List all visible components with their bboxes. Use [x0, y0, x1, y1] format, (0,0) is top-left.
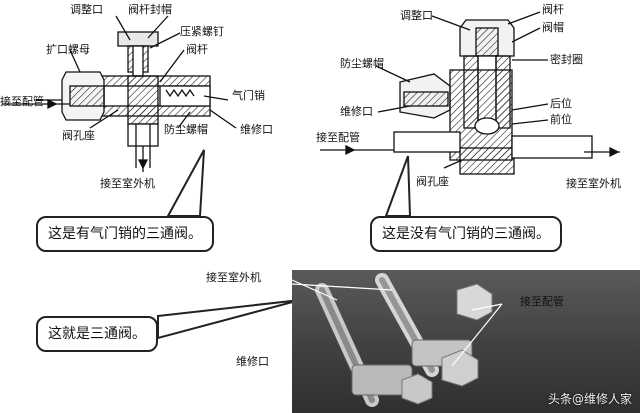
watermark: 头条@维修人家 — [547, 392, 632, 406]
callout-right: 这是没有气门销的三通阀。 — [370, 216, 562, 252]
label-photo-to-pipe: 接至配管 — [520, 295, 564, 308]
callout-pointers — [157, 149, 412, 340]
label-right-valve-cap: 阀帽 — [542, 21, 564, 34]
valve-photo-illustration — [292, 273, 503, 407]
label-left-stem-cap: 阀杆封帽 — [128, 3, 172, 16]
callout-left: 这是有气门销的三通阀。 — [36, 216, 214, 252]
label-right-to-pipe: 接至配管 — [316, 131, 360, 144]
label-left-stem: 阀杆 — [186, 43, 208, 56]
label-right-front-position: 前位 — [550, 113, 572, 126]
label-left-dust-cap: 防尘螺帽 — [164, 123, 208, 136]
label-photo-to-outdoor: 接至室外机 — [206, 271, 261, 284]
label-left-compression-nut: 压紧螺钉 — [180, 25, 224, 38]
callout-photo: 这就是三通阀。 — [36, 316, 158, 352]
label-left-valve-core: 气门销 — [232, 89, 265, 102]
label-right-valve-seat: 阀孔座 — [416, 175, 449, 188]
label-right-service-port: 维修口 — [340, 105, 373, 118]
label-right-back-position: 后位 — [550, 97, 572, 110]
label-left-to-outdoor: 接至室外机 — [100, 177, 155, 190]
valve-photo: 头条@维修人家 — [292, 270, 640, 413]
label-left-flare-nut: 扩口螺母 — [46, 43, 90, 56]
label-right-to-outdoor: 接至室外机 — [566, 177, 621, 190]
label-right-stem: 阀杆 — [542, 3, 564, 16]
label-right-dust-cap: 防尘螺帽 — [340, 57, 384, 70]
label-left-valve-seat: 阀孔座 — [62, 129, 95, 142]
label-right-adjust-port: 调整口 — [400, 9, 433, 22]
label-left-to-pipe: 接至配管 — [0, 95, 44, 108]
left-valve-drawing — [2, 15, 237, 172]
right-valve-drawing — [320, 11, 620, 175]
label-left-adjust-port: 调整口 — [70, 3, 103, 16]
label-right-seal-ring: 密封圈 — [550, 53, 583, 66]
label-photo-service-port: 维修口 — [236, 355, 269, 368]
label-left-service-port: 维修口 — [240, 123, 273, 136]
